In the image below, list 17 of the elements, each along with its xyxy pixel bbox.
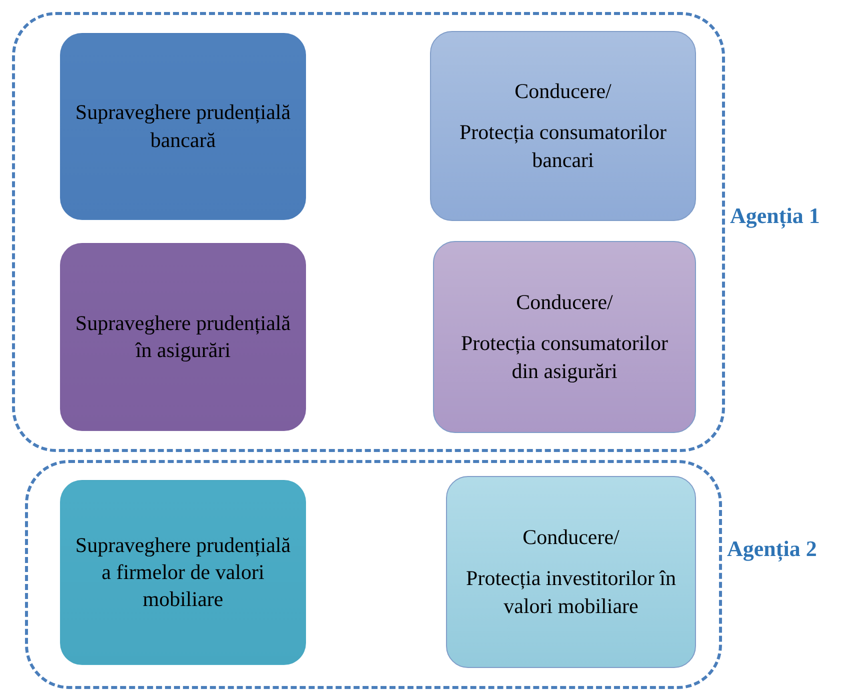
- box-text: Conducere/: [522, 524, 620, 552]
- process-box: [60, 33, 306, 220]
- box-text: Protecția investitorilor în valori mobiliare: [465, 565, 677, 620]
- box-text: Conducere/: [516, 289, 613, 316]
- process-box: [446, 476, 696, 668]
- process-box: [60, 243, 306, 431]
- process-box: [430, 31, 696, 221]
- group-heading: Agenția 1: [730, 203, 820, 229]
- box-text: Supraveghere prudențială în asigurări: [75, 310, 291, 364]
- box-text: Protecția consumatorilor din asigurări: [460, 330, 670, 385]
- box-text: Protecția consumatorilor bancari: [458, 119, 668, 174]
- box-text: Supraveghere prudențială a firmelor de valori mobiliare: [75, 532, 291, 614]
- box-text: Supraveghere prudențială bancară: [75, 99, 291, 154]
- process-box: [433, 241, 696, 433]
- process-box: [60, 480, 306, 665]
- box-text: Conducere/: [514, 78, 612, 106]
- group-heading: Agenția 2: [727, 536, 817, 562]
